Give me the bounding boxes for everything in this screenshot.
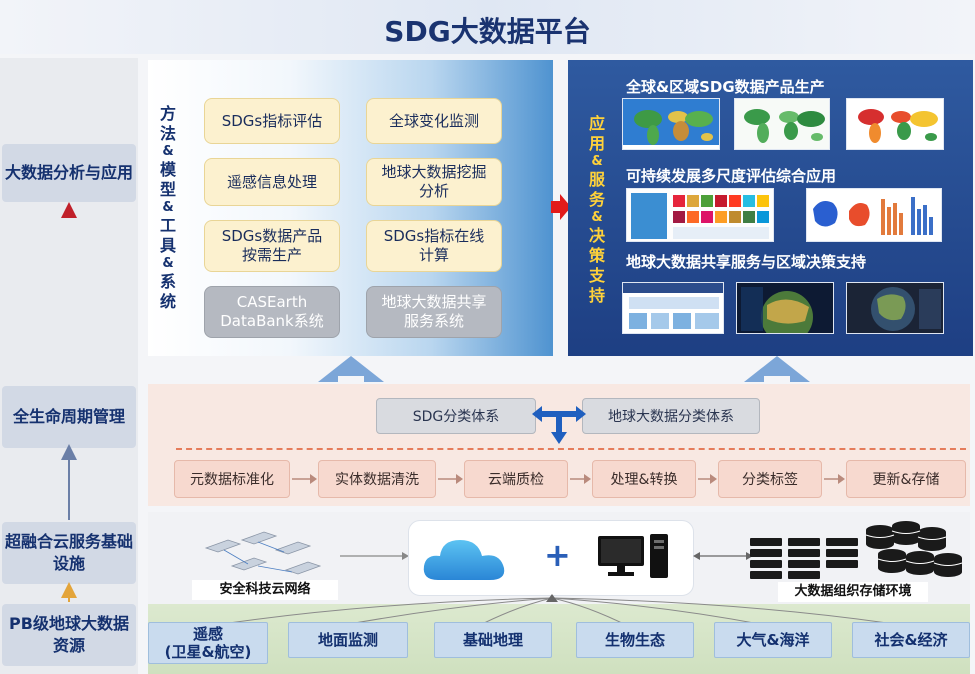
apps-title-char-3: 服: [588, 170, 605, 189]
title-bar: [0, 0, 975, 54]
apps-title-char-0: 应: [588, 114, 605, 133]
network-servers-icon: [204, 531, 322, 575]
methods-title-char-3: 模: [159, 160, 176, 179]
apps-title-char-6: 决: [588, 226, 605, 245]
methods-title-char-4: 型: [159, 180, 176, 199]
app-title-multiscale-assessment: 可持续发展多尺度评估综合应用: [626, 167, 837, 185]
layer-label-lifecycle: 全生命周期管理: [2, 386, 136, 448]
thumbnail-sdg-dashboard: [626, 188, 774, 242]
page-title: SDG大数据平台: [384, 15, 591, 48]
resource-atmosphere-ocean: 大气&海洋: [714, 622, 832, 658]
method-box-global-change-monitoring: 全球变化监测: [366, 98, 502, 144]
apps-title-char-2: &: [591, 154, 603, 169]
system-box-sharing-service: 地球大数据共享服务系统: [366, 286, 502, 338]
red-arrow-icon: [551, 194, 571, 220]
process-arrow-2-icon: [438, 474, 463, 484]
app-title-sharing-decision-support: 地球大数据共享服务与区域决策支持: [626, 253, 867, 271]
methods-title-char-2: &: [162, 144, 174, 159]
thumbnail-world-map-3: [846, 98, 944, 150]
methods-title-char-1: 法: [159, 124, 176, 143]
methods-vertical-title: 方法&模型&工具&系统: [155, 104, 181, 312]
process-arrow-1-icon: [292, 474, 317, 484]
layer-label-infrastructure: 超融合云服务基础设施: [2, 522, 136, 584]
infra-label-network: 安全科技云网络: [192, 580, 338, 600]
link-arrow-left-icon: [340, 552, 409, 560]
process-step-cloud-quality-check: 云端质检: [464, 460, 568, 498]
apps-title-char-9: 持: [588, 286, 605, 305]
merge-arrows-icon: [532, 406, 586, 444]
method-box-on-demand-production: SDGs数据产品按需生产: [204, 220, 340, 272]
process-step-data-cleaning: 实体数据清洗: [318, 460, 436, 498]
methods-title-char-7: 具: [159, 236, 176, 255]
apps-title-char-7: 策: [588, 246, 605, 265]
thumbnail-assessment-charts: [806, 188, 942, 242]
apps-title-char-4: 务: [588, 190, 605, 209]
thumbnail-globe-platform: [736, 282, 834, 334]
layer-connector-arrows: [61, 202, 77, 602]
methods-title-char-8: &: [162, 256, 174, 271]
methods-title-char-10: 统: [159, 292, 176, 311]
infra-label-storage: 大数据组织存储环境: [778, 582, 928, 602]
process-arrow-3-icon: [570, 474, 591, 484]
thumbnail-regional-decision: [846, 282, 944, 334]
classification-earth-big-data: 地球大数据分类体系: [582, 398, 760, 434]
process-arrow-5-icon: [824, 474, 845, 484]
methods-title-char-9: 系: [159, 272, 176, 291]
resource-bio-ecology: 生物生态: [576, 622, 694, 658]
thumbnail-world-map-1: [622, 98, 720, 150]
process-step-update-storage: 更新&存储: [846, 460, 966, 498]
system-box-casearth-databank: CASEarth DataBank系统: [204, 286, 340, 338]
method-box-sdg-indicator-evaluation: SDGs指标评估: [204, 98, 340, 144]
apps-title-char-5: &: [591, 210, 603, 225]
app-title-product-production: 全球&区域SDG数据产品生产: [626, 78, 825, 96]
process-step-classification-tagging: 分类标签: [718, 460, 822, 498]
resource-ground-monitoring: 地面监测: [288, 622, 408, 658]
process-step-metadata-standardization: 元数据标准化: [174, 460, 290, 498]
process-step-processing-conversion: 处理&转换: [592, 460, 696, 498]
thumbnail-world-map-2: [734, 98, 830, 150]
layer-label-analysis: 大数据分析与应用: [2, 144, 136, 202]
storage-servers-icon: [750, 521, 963, 579]
cloud-icon: [423, 540, 505, 580]
resource-converging-lines: [207, 594, 909, 627]
method-box-remote-sensing-processing: 遥感信息处理: [204, 158, 340, 206]
apps-title-char-1: 用: [588, 134, 605, 153]
plus-sign: +: [544, 536, 571, 574]
methods-title-char-6: 工: [159, 216, 176, 235]
process-arrow-4-icon: [698, 474, 717, 484]
method-box-big-data-mining: 地球大数据挖掘分析: [366, 158, 502, 206]
computer-workstation-icon: [598, 534, 668, 578]
layer-label-resources: PB级地球大数据资源: [2, 604, 136, 666]
upward-arrow-left-icon: [318, 356, 384, 382]
dashed-divider: [176, 448, 966, 450]
resource-society-economy: 社会&经济: [852, 622, 970, 658]
thumbnail-sharing-portal: [622, 282, 724, 334]
link-arrow-bidirectional-icon: [693, 552, 753, 560]
methods-title-char-5: &: [162, 200, 174, 215]
resource-remote-sensing: 遥感 (卫星&航空): [148, 622, 268, 664]
apps-title-char-8: 支: [588, 266, 605, 285]
resource-basic-geography: 基础地理: [434, 622, 552, 658]
applications-vertical-title: 应用&服务&决策支持: [584, 114, 610, 306]
method-box-online-computation: SDGs指标在线计算: [366, 220, 502, 272]
upward-arrow-right-icon: [744, 356, 810, 382]
methods-title-char-0: 方: [159, 104, 176, 123]
classification-sdg: SDG分类体系: [376, 398, 536, 434]
